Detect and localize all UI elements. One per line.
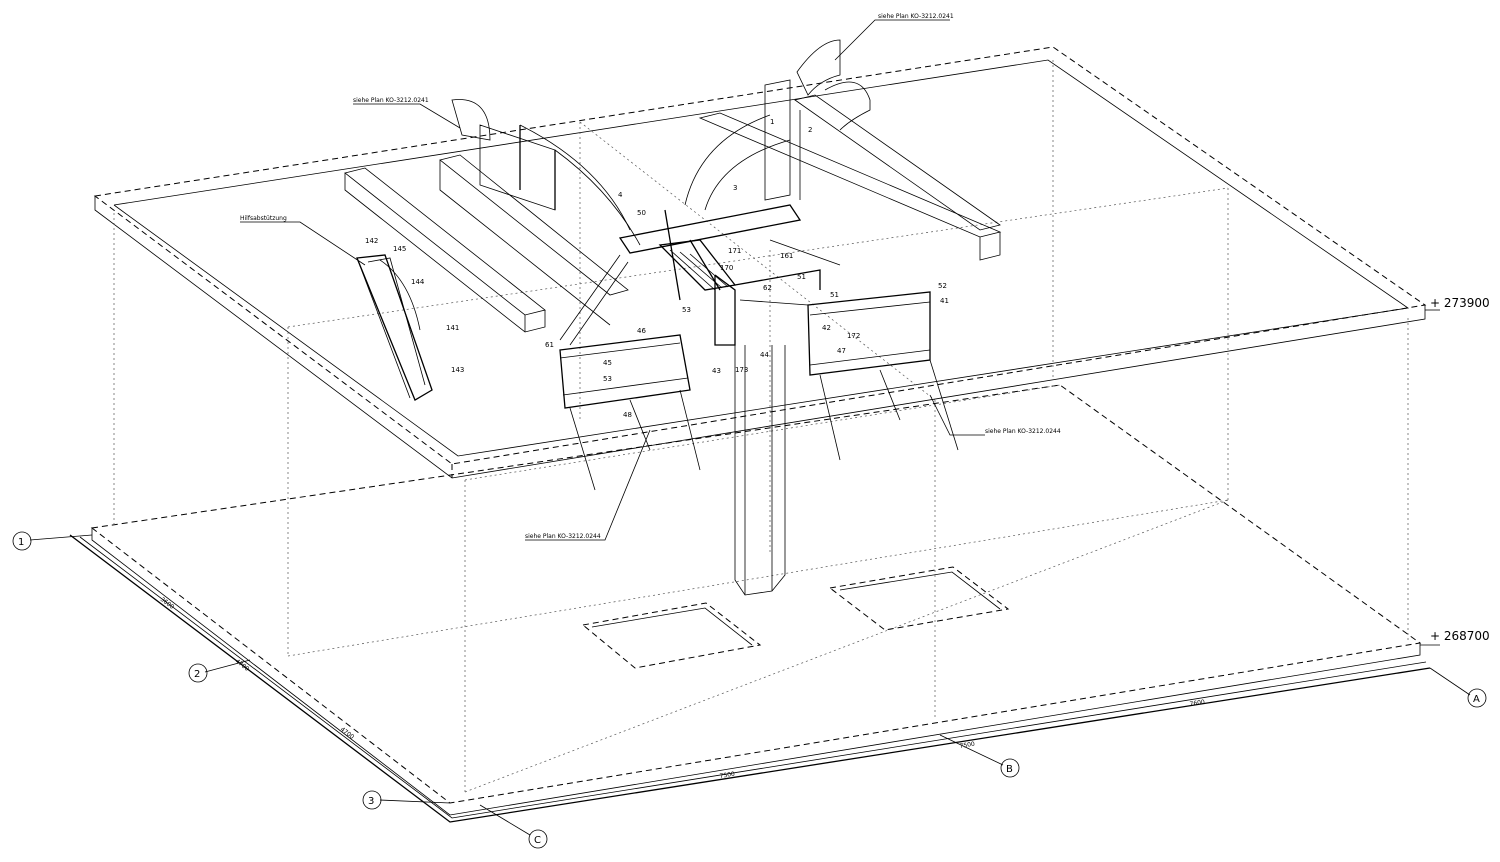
grid-axis-c-label: C (534, 835, 541, 846)
part-label: 172 (847, 332, 860, 340)
part-label: 173 (735, 366, 748, 374)
dim-bottom-2: 7500 (959, 741, 975, 750)
grid-axis-3-label: 3 (368, 796, 374, 807)
note-ref-top-right: siehe Plan KO-3212.0241 (878, 13, 954, 20)
part-label: 52 (938, 282, 947, 290)
grid-axis-b (1000, 758, 1020, 778)
duct-elbows (451, 39, 871, 246)
grid-axis-2-label: 2 (194, 669, 200, 680)
beams (344, 94, 1002, 333)
part-label: 142 (365, 237, 378, 245)
part-label: 3 (733, 184, 737, 192)
level-lower: + 268700 (1430, 629, 1490, 643)
grid-axis-3 (362, 790, 382, 810)
note-ref-bottom-center: siehe Plan KO-3212.0244 (525, 533, 601, 540)
part-label: 42 (822, 324, 831, 332)
grid-axis-2 (188, 663, 208, 683)
part-label: 41 (940, 297, 949, 305)
part-label: 144 (411, 278, 425, 286)
dim-bottom-3: 7600 (1189, 699, 1205, 708)
note-hilfs: Hilfsabstützung (240, 215, 287, 222)
grid-axis-1-label: 1 (18, 537, 24, 548)
grid-axis-1 (12, 531, 32, 551)
part-label: 48 (623, 411, 632, 419)
part-label: 170 (720, 264, 733, 272)
note-ref-right: siehe Plan KO-3212.0244 (985, 428, 1061, 435)
part-label: 51 (797, 273, 806, 281)
part-label: 161 (780, 252, 793, 260)
part-label: 50 (637, 209, 646, 217)
level-upper: + 273900 (1430, 296, 1490, 310)
part-label: 45 (603, 359, 612, 367)
part-label: 51 (830, 291, 839, 299)
central-column (734, 345, 786, 596)
upper-slab (93, 46, 1427, 479)
leader-lines (240, 19, 1440, 646)
part-label: 4 (618, 191, 623, 199)
room-walls (113, 60, 1409, 793)
dim-bottom-1: 7500 (719, 771, 735, 780)
part-label: 53 (603, 375, 612, 383)
part-label: 46 (637, 327, 646, 335)
part-label: 53 (682, 306, 691, 314)
part-label: 61 (545, 341, 554, 349)
part-label: 47 (837, 347, 846, 355)
part-label: 62 (763, 284, 772, 292)
annotations: 1 2 3 A B C + 273900 + 268700 siehe Plan… (18, 13, 1490, 846)
part-label: 44 (760, 351, 769, 359)
part-label: 143 (451, 366, 464, 374)
part-label: 141 (446, 324, 459, 332)
part-label: 145 (393, 245, 406, 253)
grid-axis-a-label: A (1473, 694, 1480, 705)
left-grille-box (559, 334, 701, 491)
part-label: 171 (728, 247, 741, 255)
grid-axis-b-label: B (1006, 764, 1013, 775)
floor-openings (581, 566, 1010, 669)
steel-frame (559, 204, 841, 346)
part-label: 1 (770, 118, 774, 126)
grid-axis-a (1467, 688, 1487, 708)
right-grille-box (739, 291, 959, 461)
grid-axis-c (528, 829, 548, 849)
part-label: 43 (712, 367, 721, 375)
part-label: 2 (808, 126, 812, 134)
grid-axes (12, 531, 1487, 849)
auxiliary-support-frame (356, 254, 433, 401)
note-ref-top-left: siehe Plan KO-3212.0241 (353, 97, 429, 104)
floor-slab (69, 384, 1431, 823)
